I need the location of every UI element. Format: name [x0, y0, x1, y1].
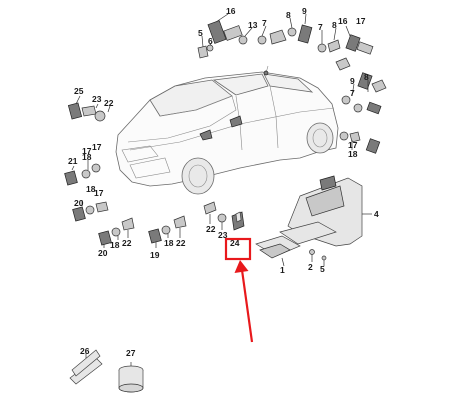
callout-17c: 17 [82, 146, 92, 156]
part-24 [231, 211, 245, 231]
callout-17e: 17 [94, 188, 104, 198]
callout-19: 19 [150, 250, 160, 260]
callout-20b: 20 [98, 248, 108, 258]
callout-5b: 5 [320, 264, 325, 274]
callout-16b: 16 [338, 16, 348, 26]
callout-2: 2 [308, 262, 313, 272]
callout-18: 18 [348, 149, 358, 159]
highlight-box [224, 237, 252, 261]
callout-7: 7 [262, 18, 267, 28]
callout-7c: 7 [350, 88, 355, 98]
callout-1: 1 [280, 265, 285, 275]
callout-9b: 9 [350, 76, 355, 86]
callout-8: 8 [286, 10, 291, 20]
parts-top-row [197, 13, 374, 59]
callout-24: 24 [230, 238, 240, 248]
part-26 [69, 349, 103, 385]
callout-23b: 23 [218, 230, 228, 240]
callout-25: 25 [74, 86, 84, 96]
callout-18c: 18 [86, 184, 96, 194]
callout-18b: 18 [82, 152, 92, 162]
callout-8c: 8 [364, 72, 369, 82]
control-unit-assembly [255, 175, 372, 267]
highlight-arrow-head [234, 260, 249, 273]
callout-22b: 22 [122, 238, 132, 248]
parts-left-side [64, 95, 227, 248]
callout-22c: 22 [176, 238, 186, 248]
callout-labels: 16 5 6 13 7 8 9 7 8 16 17 9 8 7 17 18 25… [68, 6, 379, 358]
callout-22: 22 [104, 98, 114, 108]
callout-7b: 7 [318, 22, 323, 32]
callout-18e: 18 [164, 238, 174, 248]
callout-20: 20 [74, 198, 84, 208]
callout-4: 4 [374, 209, 379, 219]
callout-23: 23 [92, 94, 102, 104]
callout-27: 27 [126, 348, 136, 358]
callout-26: 26 [80, 346, 90, 356]
callout-17: 17 [356, 16, 366, 26]
callout-17d: 17 [92, 142, 102, 152]
part-27 [118, 362, 144, 393]
vehicle-illustration [115, 65, 339, 195]
callout-18d: 18 [110, 240, 120, 250]
highlight-arrow [240, 269, 254, 343]
callout-17b: 17 [348, 140, 358, 150]
callout-13: 13 [248, 20, 258, 30]
callout-21: 21 [68, 156, 78, 166]
parts-right-side [335, 57, 387, 154]
callout-16: 16 [226, 6, 236, 16]
callout-22d: 22 [206, 224, 216, 234]
highlight-callout-24: 24 [224, 237, 254, 343]
callout-6: 6 [208, 36, 213, 46]
callout-8b: 8 [332, 20, 337, 30]
callout-5: 5 [198, 28, 203, 38]
callout-9: 9 [302, 6, 307, 16]
